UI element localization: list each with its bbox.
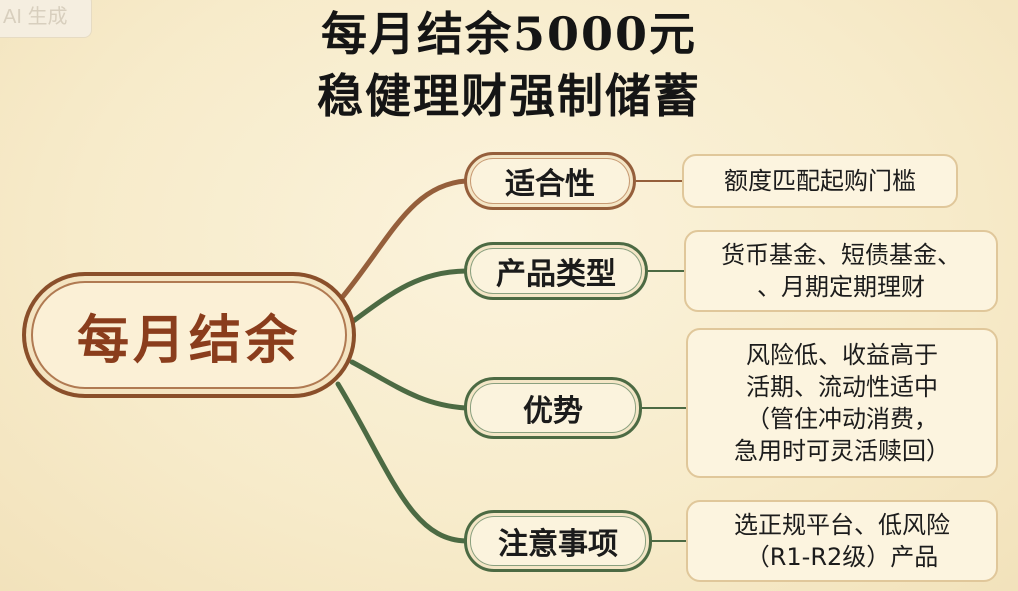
ai-generated-watermark: AI 生成 [0,0,92,38]
detail-advantages-line-3: （管住冲动消费， [746,405,938,433]
detail-notes-line-2: （R1-R2级）产品 [745,543,939,571]
detail-advantages: 风险低、收益高于 活期、流动性适中 （管住冲动消费， 急用时可灵活赎回） [686,328,998,478]
connector-trunk-suitability [337,178,469,303]
detail-product-types: 货币基金、短债基金、 、月期定期理财 [684,230,998,312]
detail-suitability-line-1: 额度匹配起购门槛 [724,167,916,195]
branch-product-types-label: 产品类型 [496,257,616,292]
detail-advantages-line-1: 风险低、收益高于 [746,341,938,369]
title-line-2: 稳健理财强制储蓄 [317,69,701,123]
connector-trunk-advantages [349,359,469,411]
center-node: 每月结余 [22,272,356,398]
detail-notes-line-1: 选正规平台、低风险 [734,511,950,539]
detail-advantages-line-4: 急用时可灵活赎回） [734,437,950,465]
branch-advantages-label: 优势 [523,394,583,429]
connector-trunk-product-types [349,268,469,325]
connector-trunk-notes [335,381,469,544]
detail-product-types-line-1: 货币基金、短债基金、 [721,241,961,269]
detail-notes: 选正规平台、低风险 （R1-R2级）产品 [686,500,998,582]
branch-advantages: 优势 [464,377,642,439]
detail-product-types-line-2: 、月期定期理财 [757,273,925,301]
branch-notes: 注意事项 [464,510,652,572]
title-line-1: 每月结余5000元 [320,7,698,61]
branch-notes-label: 注意事项 [498,527,618,562]
center-node-label: 每月结余 [76,309,301,371]
detail-suitability: 额度匹配起购门槛 [682,154,958,208]
detail-advantages-line-2: 活期、流动性适中 [746,373,938,401]
branch-suitability: 适合性 [464,152,636,210]
branch-product-types: 产品类型 [464,242,648,300]
branch-suitability-label: 适合性 [505,167,595,202]
